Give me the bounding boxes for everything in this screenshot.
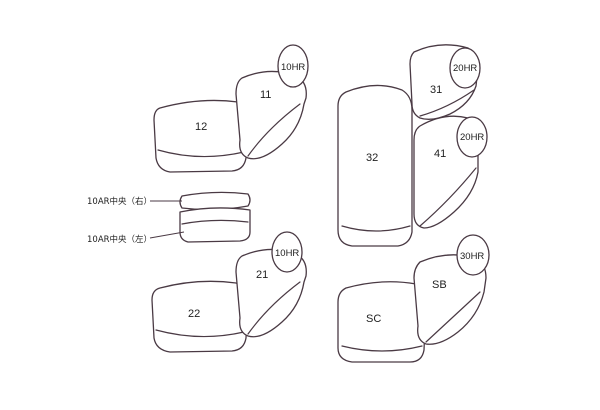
label-31: 31 — [430, 84, 442, 96]
label-12: 12 — [195, 121, 207, 133]
part-10hr-headrest-a — [277, 44, 309, 88]
label-sc: SC — [366, 313, 381, 325]
label-10hr-a: 10HR — [281, 62, 305, 73]
front-seat-group-lower: 21 10HR 22 — [151, 231, 307, 353]
label-10ar-center-left: 10AR中央（左） — [87, 234, 152, 245]
label-20hr-a: 20HR — [453, 63, 477, 74]
part-10ar-center-left — [179, 207, 251, 243]
label-30hr: 30HR — [460, 251, 484, 262]
label-32: 32 — [366, 152, 378, 164]
third-row-group: SB 30HR SC — [337, 234, 490, 363]
part-10hr-headrest-b — [271, 231, 303, 273]
part-12-cushion — [153, 99, 249, 173]
part-20hr-headrest-b — [456, 116, 488, 158]
label-10ar-center-right: 10AR中央（右） — [87, 196, 152, 207]
label-41: 41 — [434, 148, 446, 160]
label-20hr-b: 20HR — [460, 132, 484, 143]
label-10hr-b: 10HR — [275, 248, 299, 259]
second-row-group: 31 20HR 41 20HR 32 — [337, 44, 488, 247]
armrest-center-group: 10AR中央（右） 10AR中央（左） — [87, 191, 251, 245]
label-22: 22 — [188, 308, 200, 320]
label-21: 21 — [256, 269, 268, 281]
part-32-cushion — [337, 84, 413, 247]
part-sc-cushion — [337, 281, 427, 363]
part-20hr-headrest-a — [449, 47, 481, 89]
part-30hr-headrest — [456, 234, 490, 276]
label-sb: SB — [432, 279, 447, 291]
part-10ar-center-right — [179, 191, 251, 211]
front-seat-group-upper: 11 10HR 12 — [153, 44, 309, 173]
label-11: 11 — [260, 89, 271, 101]
